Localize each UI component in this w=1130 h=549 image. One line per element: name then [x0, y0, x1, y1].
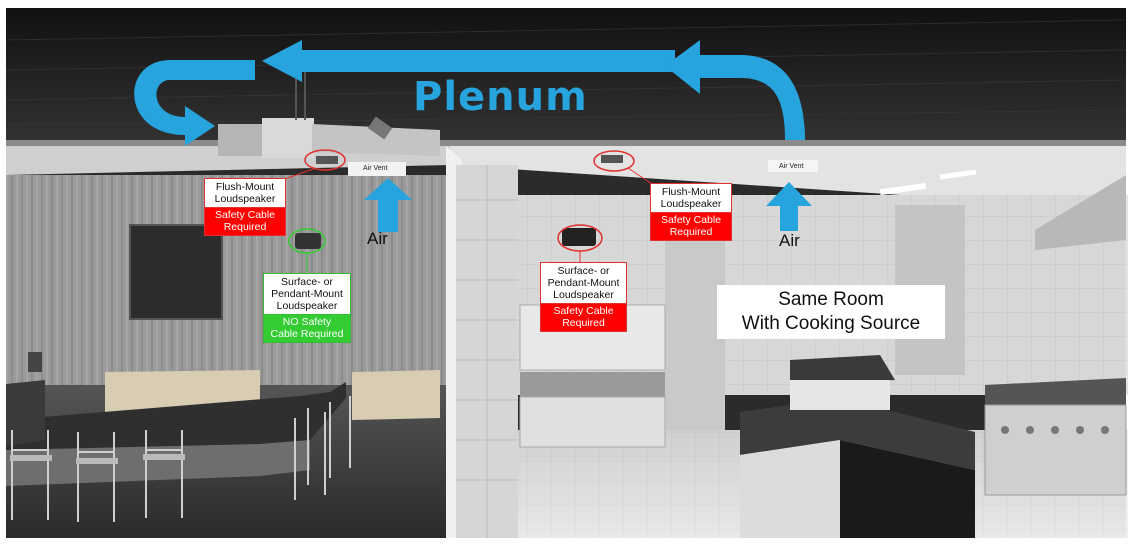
- callout-warning: Required: [562, 317, 605, 329]
- wall-tv: [129, 224, 223, 320]
- wall-switch: [28, 352, 42, 372]
- air-vent-left: [348, 162, 406, 176]
- callout-line: Flush-Mount: [215, 181, 275, 193]
- arrow-top-head: [262, 40, 302, 82]
- surface-speaker-left: [295, 233, 321, 249]
- left-column: [6, 380, 45, 446]
- range-knobs: [1001, 426, 1109, 434]
- air-arrow-left: [364, 178, 412, 232]
- flush-speaker-left: [316, 156, 338, 164]
- callout-line: Surface- or: [557, 265, 610, 277]
- callout-warning: Safety Cable: [553, 305, 614, 317]
- air-vent-label-left: Air Vent: [363, 165, 388, 172]
- callout-line: Pendant-Mount: [271, 288, 343, 300]
- callout-leaders: [281, 167, 653, 262]
- callout-line: Loudspeaker: [214, 193, 276, 205]
- surface-speaker-right: [562, 228, 596, 246]
- callout-warning: Safety Cable: [660, 214, 722, 226]
- air-vent-right: [768, 160, 818, 172]
- duct: [312, 124, 440, 156]
- callout-warning: Required: [669, 226, 713, 238]
- callout-line: Surface- or: [281, 276, 333, 288]
- bar-stools: [11, 396, 351, 522]
- callout-line: Loudspeaker: [660, 198, 722, 210]
- hvac-unit: [218, 124, 266, 156]
- callout-line: Pendant-Mount: [547, 277, 620, 289]
- hvac-box: [262, 118, 314, 158]
- sink: [520, 372, 665, 397]
- prep-table-front: [840, 440, 975, 538]
- callout-ok: Cable Required: [270, 328, 344, 340]
- side-counter: [352, 370, 440, 420]
- air-arrow-right: [766, 182, 812, 231]
- plenum-title: Plenum: [413, 74, 588, 120]
- arrow-right-curl: [665, 40, 805, 140]
- callout-line: Flush-Mount: [661, 186, 721, 198]
- cabinets-lower: [519, 396, 666, 448]
- ring-flush-left: [304, 149, 346, 171]
- air-label-left: Air: [367, 229, 388, 248]
- arrow-top-shaft: [300, 50, 675, 72]
- shelf-body: [790, 380, 890, 410]
- ceiling-beam: [6, 140, 1126, 146]
- pillar-tiles: [456, 165, 518, 538]
- ring-flush-right: [593, 150, 635, 172]
- callout-warning: Safety Cable: [214, 209, 276, 221]
- range-top: [985, 378, 1126, 410]
- bar-top: [6, 382, 346, 450]
- prep-table-side: [740, 440, 840, 538]
- exhaust-hood: [1035, 175, 1126, 250]
- duct-elbow: [367, 116, 393, 140]
- air-vent-label-right: Air Vent: [779, 163, 804, 170]
- plenum-arrows: [134, 40, 805, 146]
- air-label-right: Air: [779, 231, 800, 250]
- range-body: [984, 404, 1127, 496]
- same-room-label: Same Room With Cooking Source: [717, 285, 945, 339]
- prep-table-top: [740, 398, 975, 470]
- flush-speaker-right: [601, 155, 623, 163]
- shelf: [790, 355, 895, 385]
- arrow-left-curl: [134, 60, 255, 146]
- callout-ok: NO Safety: [282, 316, 332, 328]
- same-room-line1: Same Room: [778, 289, 884, 310]
- same-room-line2: With Cooking Source: [741, 313, 921, 334]
- stool-seats: [10, 454, 185, 464]
- callout-warning: Required: [223, 221, 267, 233]
- callout-line: Loudspeaker: [553, 289, 614, 301]
- callout-line: Loudspeaker: [276, 300, 338, 312]
